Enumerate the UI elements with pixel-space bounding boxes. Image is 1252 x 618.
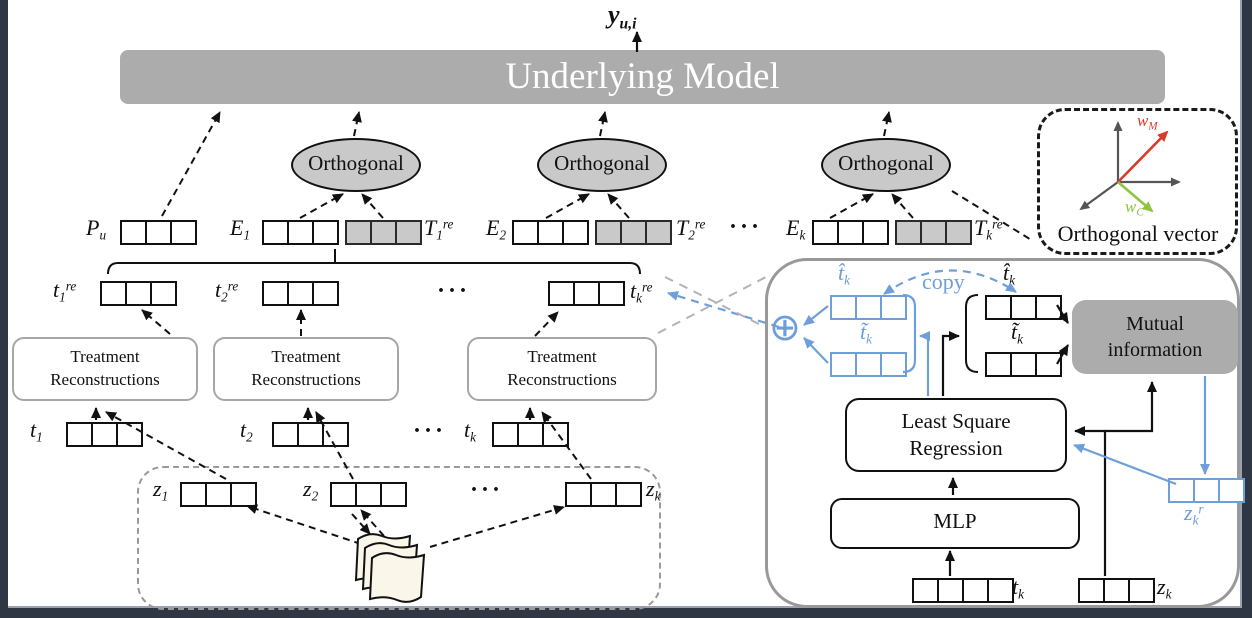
- vector-t-hat-black: [985, 295, 1062, 320]
- vector-t-2-re: [595, 220, 672, 245]
- label-t-tilde-black: t̃k: [1011, 319, 1023, 347]
- output-label: yu,i: [608, 0, 637, 33]
- ellipsis-embeddings: ···: [729, 214, 763, 240]
- query-log-region: [137, 466, 661, 610]
- orthogonal-vector-title: Orthogonal vector: [1057, 221, 1219, 246]
- mlp-box: MLP: [830, 498, 1080, 549]
- vector-z2: [330, 482, 407, 507]
- vector-t-k-re: [895, 220, 972, 245]
- least-square-regression-box: Least Square Regression: [845, 398, 1067, 472]
- label-t2: t2: [240, 417, 253, 445]
- vector-tk-input: [912, 578, 1014, 603]
- vector-t-hat-blue: [830, 295, 907, 320]
- vector-e-2: [512, 220, 589, 245]
- underlying-model-box: Underlying Model: [120, 50, 1165, 104]
- label-e-1: E1: [230, 215, 251, 243]
- orthogonal-op-1: Orthogonal: [291, 138, 421, 192]
- label-e-k: Ek: [786, 215, 806, 243]
- mutual-information-label: Mutual information: [1107, 313, 1203, 361]
- vector-e-k: [812, 220, 889, 245]
- query-log-label-line1: Query: [380, 561, 418, 577]
- vector-tk: [492, 422, 569, 447]
- query-log-label-line2: Log: [386, 581, 412, 597]
- label-zk: zk: [646, 476, 661, 504]
- vector-p-u: [120, 220, 197, 245]
- vector-t-tilde-black: [985, 352, 1062, 377]
- vector-t-tilde-blue: [830, 352, 907, 377]
- label-tk-re: tkre: [630, 278, 653, 306]
- least-square-regression-label: Least Square Regression: [901, 408, 1011, 460]
- mutual-information-box: Mutual information: [1072, 300, 1238, 374]
- label-tk-input: tk: [1012, 574, 1024, 602]
- vector-tk-re: [548, 281, 625, 306]
- treatment-reconstruction-box-2: Treatment Reconstructions: [213, 337, 399, 401]
- orthogonal-label-3: Orthogonal: [838, 151, 934, 175]
- treatment-label-1: Treatment Reconstructions: [50, 347, 160, 389]
- vector-zk-r: [1168, 478, 1245, 503]
- treatment-reconstruction-box-3: Treatment Reconstructions: [467, 337, 657, 401]
- label-t1: t1: [30, 417, 43, 445]
- mlp-label: MLP: [933, 509, 977, 533]
- label-p-u: Pu: [86, 215, 107, 243]
- ellipsis-t: ···: [413, 418, 447, 444]
- treatment-reconstruction-box-1: Treatment Reconstructions: [12, 337, 198, 401]
- ellipsis-t-re: ···: [437, 278, 471, 304]
- vector-t-1-re: [345, 220, 422, 245]
- label-z1: z1: [153, 476, 169, 504]
- label-t-1-re: T1re: [424, 215, 454, 243]
- vector-t2-re: [262, 281, 339, 306]
- oplus-icon: ⊕: [769, 307, 801, 349]
- orthogonal-op-3: Orthogonal: [821, 138, 951, 192]
- label-w-c: wC: [1125, 197, 1144, 219]
- label-t-k-re: Tkre: [974, 215, 1003, 243]
- underlying-model-label: Underlying Model: [505, 56, 780, 97]
- label-t2-re: t2re: [215, 277, 239, 305]
- label-zk-input: zk: [1157, 574, 1172, 602]
- vector-t1: [66, 422, 143, 447]
- copy-label: copy: [922, 269, 965, 294]
- label-t1-re: t1re: [53, 277, 77, 305]
- treatment-label-3: Treatment Reconstructions: [507, 347, 617, 389]
- label-t-hat-black: t̂k: [1003, 260, 1015, 288]
- vector-t1-re: [100, 281, 177, 306]
- label-t-hat-blue: t̂k: [838, 260, 850, 288]
- label-z2: z2: [303, 476, 319, 504]
- label-e-2: E2: [486, 215, 507, 243]
- orthogonal-label-2: Orthogonal: [554, 151, 650, 175]
- label-w-m: wM: [1137, 111, 1158, 133]
- label-tk: tk: [464, 417, 476, 445]
- vector-z1: [180, 482, 257, 507]
- ellipsis-z: ···: [470, 477, 504, 503]
- vector-zk: [565, 482, 642, 507]
- label-zk-r: zkr: [1184, 500, 1204, 528]
- vector-zk-input: [1078, 578, 1155, 603]
- label-t-2-re: T2re: [676, 215, 706, 243]
- vector-t2: [272, 422, 349, 447]
- orthogonal-op-2: Orthogonal: [537, 138, 667, 192]
- label-t-tilde-blue: t̃k: [860, 319, 872, 347]
- vector-e-1: [262, 220, 339, 245]
- treatment-label-2: Treatment Reconstructions: [251, 347, 361, 389]
- orthogonal-label-1: Orthogonal: [308, 151, 404, 175]
- orthogonal-vector-inset: [1037, 108, 1238, 255]
